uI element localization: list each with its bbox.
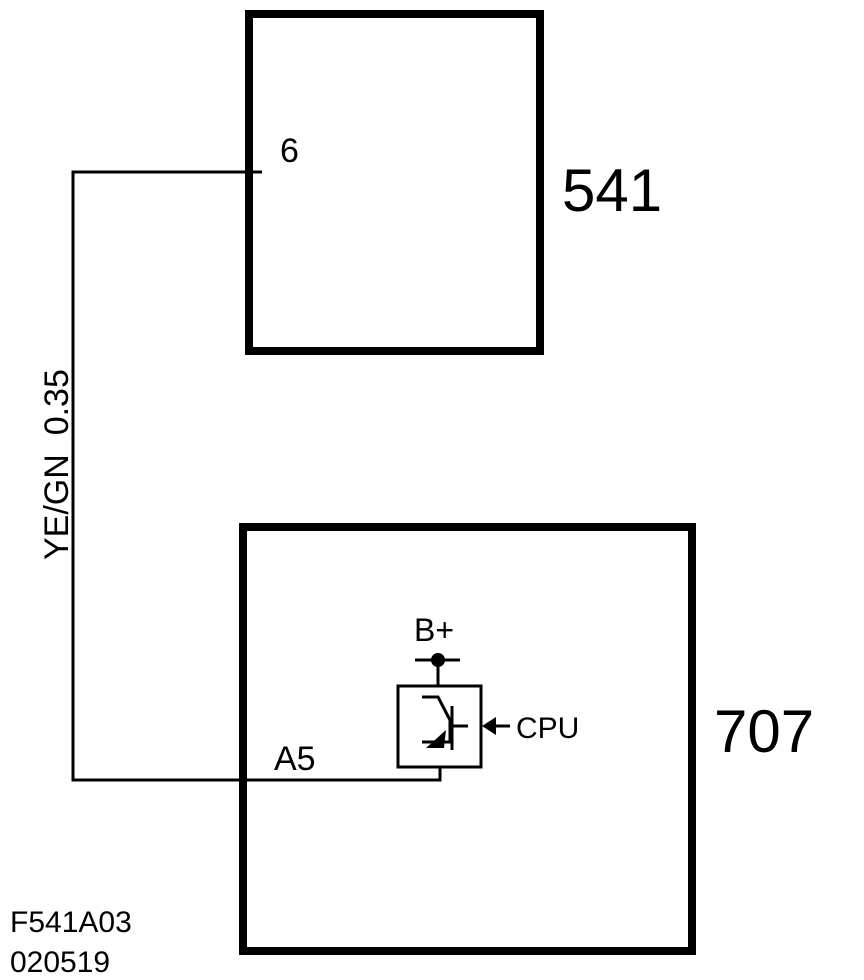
diagram-date: 020519 [10,946,110,979]
diagram-code: F541A03 [10,906,132,939]
component-541-pin-label: 6 [280,132,299,170]
cpu-label: CPU [516,712,579,745]
wire-label: YE/GN 0.35 [38,369,76,560]
switch-arrow-icon [426,730,446,748]
cpu-arrow-icon [482,717,496,735]
switch-element [422,695,452,744]
component-707-pin-label: A5 [274,740,316,778]
supply-label: B+ [414,612,454,648]
switch-box [396,684,483,769]
component-541-label: 541 [562,157,662,224]
component-707-label: 707 [714,698,814,765]
wire-ye-gn [71,170,442,782]
component-707-box [239,523,696,955]
component-541-box [245,10,544,355]
